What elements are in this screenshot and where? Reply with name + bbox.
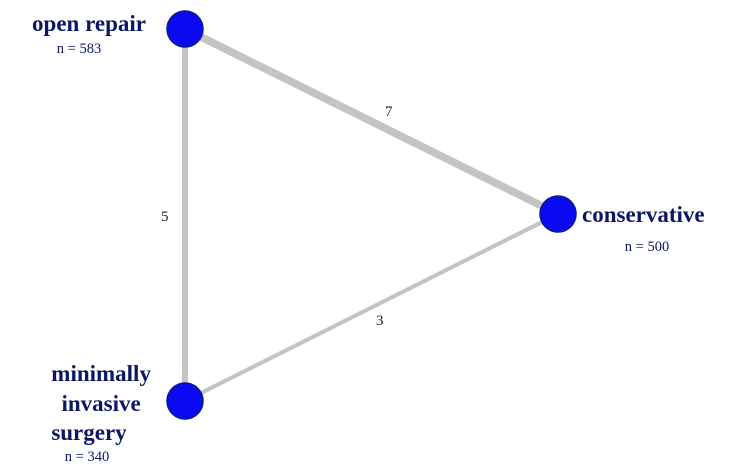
node-label-line-invasive: invasive	[62, 391, 141, 416]
edge-label-minimally-invasive-conservative: 3	[376, 313, 384, 329]
node-label-open-repair: open repair	[32, 11, 146, 36]
node-count-open-repair: n = 583	[57, 41, 101, 57]
edge-minimally-invasive-conservative	[182, 211, 561, 404]
edge-label-open-repair-minimally-invasive: 5	[161, 209, 169, 225]
node-label-conservative: conservative	[582, 202, 705, 227]
node-minimally-invasive-surgery	[166, 382, 204, 420]
node-label-line-surgery: surgery	[51, 420, 127, 445]
node-open-repair	[166, 10, 204, 48]
edges	[181, 25, 562, 404]
node-label-minimally-invasive-surgery: minimally invasive surgery	[51, 361, 156, 445]
edge-open-repair-conservative	[181, 25, 562, 218]
node-label-line-minimally: minimally	[51, 361, 151, 386]
edge-label-open-repair-conservative: 7	[385, 104, 393, 120]
node-count-conservative: n = 500	[625, 239, 669, 255]
node-conservative	[539, 195, 577, 233]
node-count-minimally-invasive-surgery: n = 340	[65, 449, 109, 465]
